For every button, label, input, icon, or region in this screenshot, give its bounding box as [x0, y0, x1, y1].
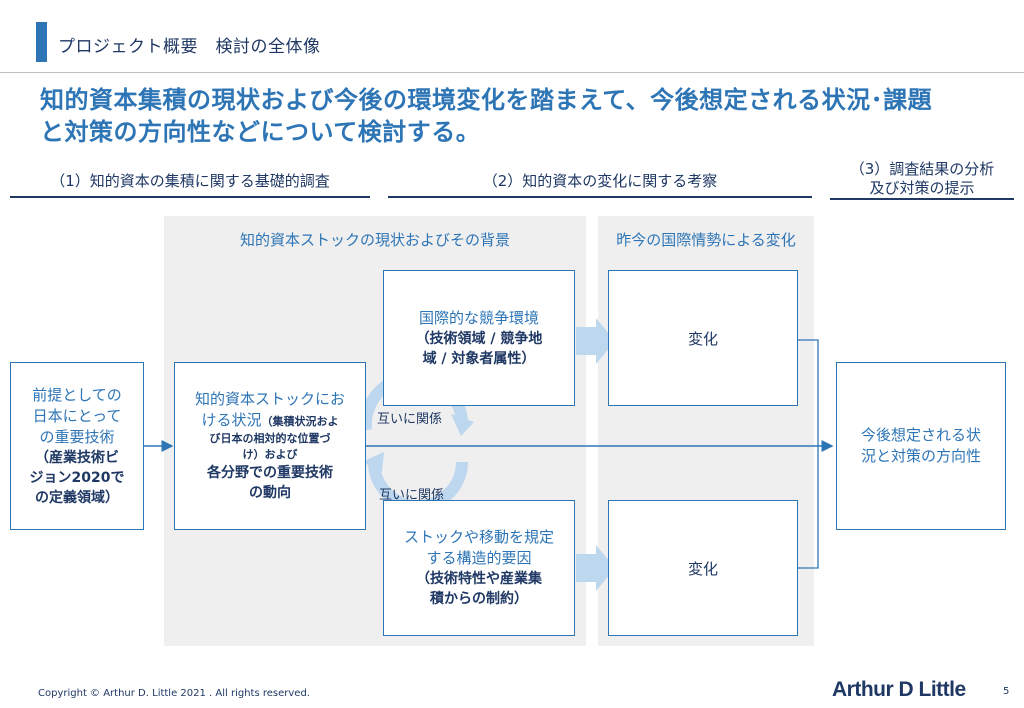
structure-line-3: （技術特性や産業集	[416, 571, 542, 587]
status-line-2-small: （集積状況およ	[261, 415, 339, 428]
headline-line-1: 知的資本集積の現状および今後の環境変化を踏まえて、今後想定される状況･課題	[40, 86, 933, 114]
relation-label-upper: 互いに関係	[377, 412, 443, 427]
section-1-rule	[10, 196, 370, 198]
change-top-label: 変化	[687, 329, 718, 348]
structure-line-2: する構造的要因	[426, 549, 532, 567]
relation-label-lower: 互いに関係	[379, 488, 445, 503]
premise-box: 前提としての 日本にとって の重要技術 （産業技術ビ ジョン2020で の定義領…	[10, 362, 144, 530]
status-line-3: び日本の相対的な位置づ	[209, 432, 331, 445]
structure-line-1: ストックや移動を規定	[403, 528, 554, 546]
section-1-label: （1）知的資本の集積に関する基礎的調査	[50, 172, 330, 190]
result-line-1: 今後想定される状	[860, 426, 981, 444]
page-title: プロジェクト概要 検討の全体像	[58, 37, 321, 57]
change-box-bottom: 変化	[608, 500, 798, 636]
section-3-label-line-2: 及び対策の提示	[869, 179, 975, 197]
competition-line-2: （技術領域 / 競争地	[415, 330, 543, 347]
headline: 知的資本集積の現状および今後の環境変化を踏まえて、今後想定される状況･課題 と対…	[40, 84, 1000, 148]
status-line-6: の動向	[249, 485, 291, 501]
section-3-label: （3）調査結果の分析 及び対策の提示	[830, 160, 1014, 198]
section-2-label: （2）知的資本の変化に関する考察	[482, 172, 718, 190]
competition-to-change-arrow	[576, 318, 615, 364]
section-3-label-line-1: （3）調査結果の分析	[849, 160, 995, 178]
status-line-2-main: ける状況	[201, 411, 262, 429]
relation-arc-lower-head	[362, 452, 384, 472]
header-divider	[0, 72, 1024, 73]
result-box: 今後想定される状 況と対策の方向性	[836, 362, 1006, 530]
status-box: 知的資本ストックにお ける状況（集積状況およ び日本の相対的な位置づ け）および…	[174, 362, 366, 530]
stock-panel-title: 知的資本ストックの現状およびその背景	[239, 231, 510, 249]
status-line-5: 各分野での重要技術	[207, 465, 333, 481]
relation-arc-upper-head	[451, 414, 474, 436]
premise-line-1: 前提としての	[32, 385, 122, 404]
premise-line-5: ジョン2020で	[29, 469, 125, 486]
intl-panel-title: 昨今の国際情勢による変化	[616, 231, 796, 249]
headline-line-2: と対策の方向性などについて検討する。	[40, 118, 481, 146]
header-accent-bar	[36, 22, 47, 62]
result-line-2: 況と対策の方向性	[860, 447, 981, 465]
copyright-text: Copyright © Arthur D. Little 2021 . All …	[38, 688, 310, 699]
change-bracket	[798, 339, 819, 569]
section-2-rule	[388, 196, 812, 198]
change-bottom-label: 変化	[687, 559, 718, 578]
structure-box: ストックや移動を規定 する構造的要因 （技術特性や産業集 積からの制約）	[383, 500, 575, 636]
company-logo: Arthur D Little	[832, 678, 966, 701]
status-line-4: け）および	[242, 448, 298, 461]
structure-line-4: 積からの制約）	[430, 591, 528, 607]
premise-line-4: （産業技術ビ	[35, 449, 119, 466]
page-number: 5	[1003, 686, 1010, 697]
competition-line-3: 域 / 対象者属性）	[422, 350, 536, 367]
premise-line-6: の定義領域）	[35, 489, 119, 506]
status-line-2: ける状況（集積状況およ	[201, 410, 338, 431]
structure-to-change-arrow	[576, 545, 615, 591]
premise-line-2: 日本にとって	[32, 406, 122, 425]
section-3-rule	[830, 198, 1014, 200]
premise-line-3: の重要技術	[39, 427, 115, 446]
competition-line-1: 国際的な競争環境	[418, 308, 539, 327]
competition-box: 国際的な競争環境 （技術領域 / 競争地 域 / 対象者属性）	[383, 270, 575, 406]
change-box-top: 変化	[608, 270, 798, 406]
status-line-1: 知的資本ストックにお	[194, 390, 345, 408]
